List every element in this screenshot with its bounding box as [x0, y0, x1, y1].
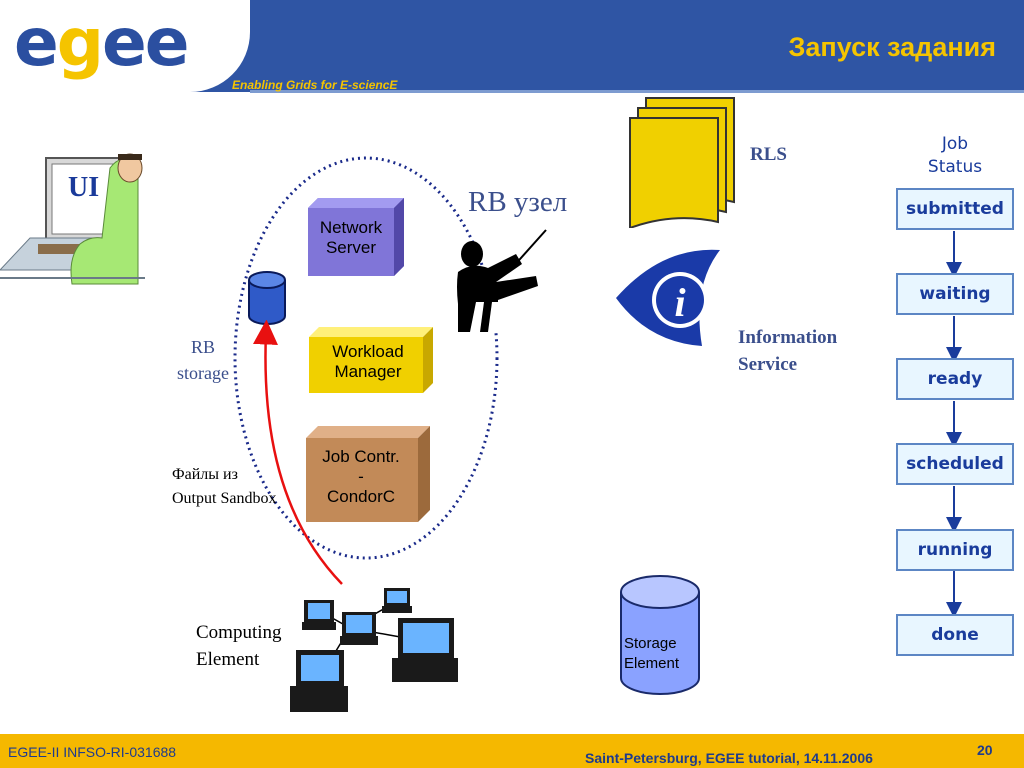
status-submitted: submitted — [896, 188, 1014, 230]
page-number: 20 — [977, 742, 993, 758]
status-flow-arrows — [946, 231, 962, 618]
workload-manager-box — [309, 327, 433, 393]
status-waiting: waiting — [896, 273, 1014, 315]
computer-icon — [290, 650, 348, 712]
status-done: done — [896, 614, 1014, 656]
computing-element-label: Computing Element — [196, 622, 282, 670]
rb-storage-cylinder-icon — [248, 271, 286, 325]
network-server-box — [308, 198, 404, 276]
information-service-icon: i — [616, 249, 720, 346]
computer-icon — [392, 618, 458, 682]
svg-text:i: i — [674, 280, 685, 325]
storage-element-cylinder-icon — [620, 575, 700, 695]
computer-icon — [302, 600, 336, 630]
output-transfer-arrow — [253, 320, 343, 585]
status-running: running — [896, 529, 1014, 571]
footer-project-id: EGEE-II INFSO-RI-031688 — [8, 744, 177, 760]
network-server-label: Network Server — [319, 218, 383, 257]
rls-documents-icon — [629, 97, 735, 228]
job-controller-label: Job Contr. - CondorC — [322, 447, 400, 506]
information-service-label: Information Service — [738, 327, 838, 375]
header-divider — [250, 90, 1024, 93]
slide-title: Запуск задания — [788, 32, 996, 62]
ui-user-illustration — [0, 153, 145, 285]
logo-background — [0, 0, 250, 92]
ui-label: UI — [68, 172, 100, 203]
logo-tagline: Enabling Grids for E-sciencE — [232, 78, 398, 92]
footer-bar — [0, 734, 1024, 768]
conductor-icon — [457, 229, 547, 332]
job-status-heading: Job Status — [927, 134, 983, 177]
rb-storage-label: RB storage — [177, 337, 229, 383]
status-scheduled: scheduled — [896, 443, 1014, 485]
computing-element-network-icon — [290, 588, 458, 712]
rls-label: RLS — [750, 144, 787, 165]
status-ready: ready — [896, 358, 1014, 400]
storage-element-label: Storage Element — [624, 635, 680, 672]
rb-node-boundary — [233, 156, 499, 560]
computer-icon — [382, 588, 412, 613]
workload-manager-label: Workload Manager — [332, 342, 404, 381]
job-controller-box — [306, 426, 430, 522]
computer-icon — [340, 612, 378, 645]
egee-logo: egee — [14, 4, 190, 81]
footer-event: Saint-Petersburg, EGEE tutorial, 14.11.2… — [585, 750, 873, 766]
rb-node-label: RB узел — [468, 186, 568, 218]
output-sandbox-label: Файлы из Output Sandbox — [172, 466, 277, 507]
